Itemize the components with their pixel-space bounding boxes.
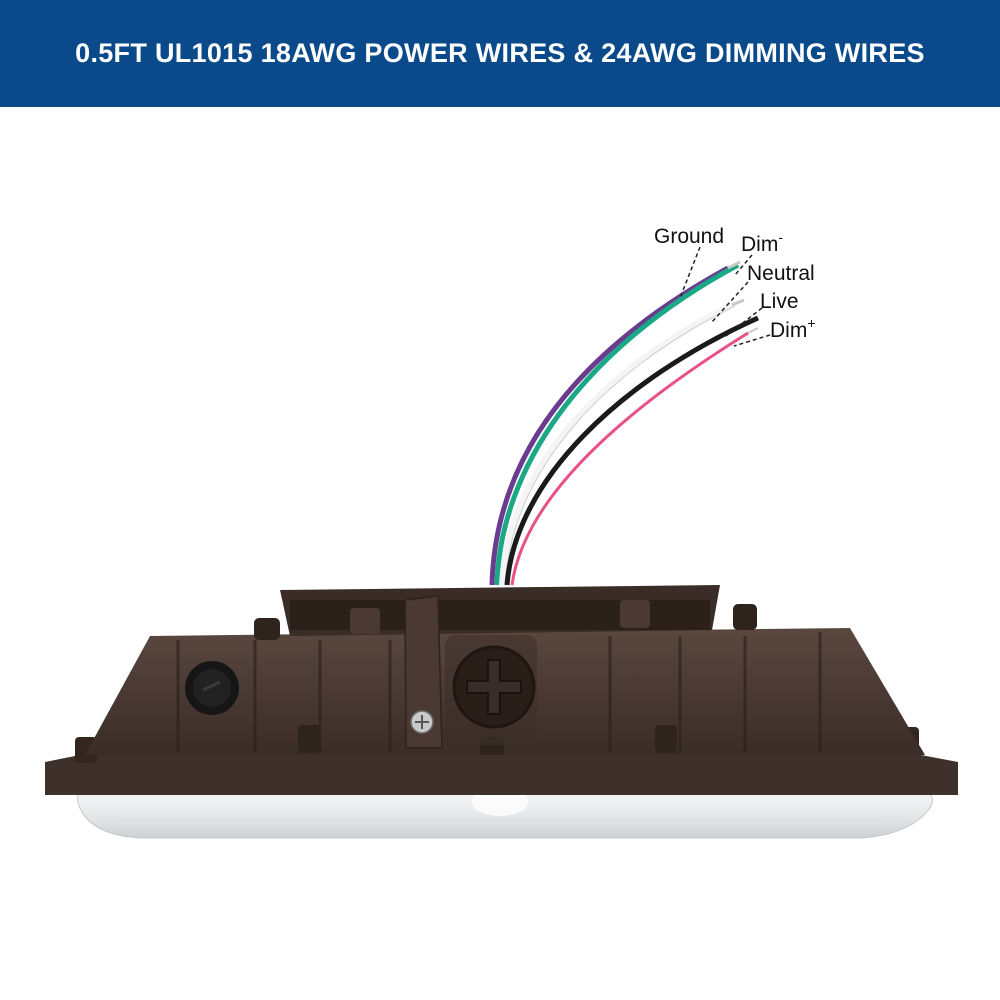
- product-image: Ground Dim- Neutral Live Dim+: [0, 107, 1000, 1000]
- label-ground: Ground: [654, 225, 724, 248]
- wire-ground: [494, 262, 740, 586]
- leader-lines: [679, 246, 771, 347]
- wire-dim-minus: [489, 265, 730, 586]
- leader-live: [725, 307, 763, 337]
- light-fixture: [45, 585, 958, 839]
- wire-dim-plus: [510, 331, 749, 586]
- cross-icon: [466, 659, 522, 715]
- flange: [45, 752, 958, 795]
- label-live: Live: [760, 290, 799, 313]
- leader-ground: [679, 246, 701, 299]
- wire-neutral: [499, 302, 734, 586]
- wire-bundle: [489, 260, 760, 587]
- label-neutral: Neutral: [747, 262, 815, 285]
- leader-dim-plus: [733, 334, 771, 347]
- leader-neutral: [711, 281, 749, 323]
- wire-neutral-outline: [504, 305, 736, 587]
- header-title: 0.5FT UL1015 18AWG POWER WIRES & 24AWG D…: [75, 38, 925, 68]
- label-dim-plus: Dim+: [770, 315, 816, 342]
- product-illustration: Ground Dim- Neutral Live Dim+: [45, 225, 958, 839]
- mounting-bracket: [404, 595, 443, 749]
- label-dim-minus: Dim-: [741, 229, 783, 256]
- wire-live: [504, 315, 760, 586]
- header-banner: 0.5FT UL1015 18AWG POWER WIRES & 24AWG D…: [0, 0, 1000, 107]
- leader-dim-minus: [734, 254, 753, 276]
